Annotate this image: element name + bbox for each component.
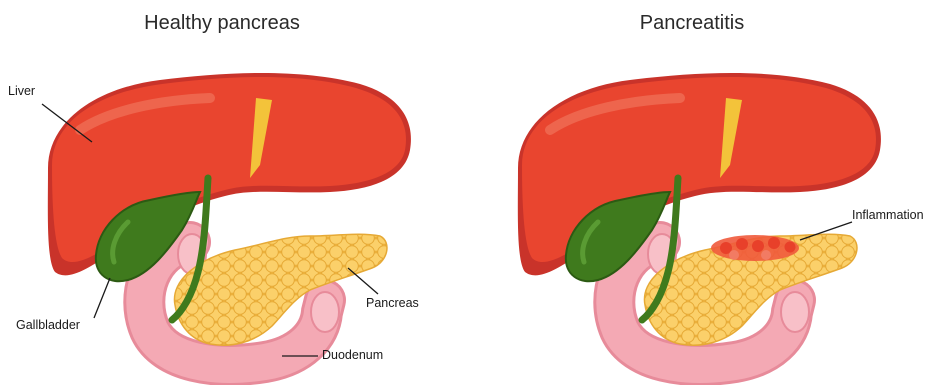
healthy-organs: [48, 73, 411, 365]
pancreatitis-organs: [518, 73, 881, 365]
inflammation-area: [711, 235, 799, 261]
liver-label: Liver: [8, 84, 35, 98]
inflammation-label: Inflammation: [852, 208, 924, 222]
duodenum-label: Duodenum: [322, 348, 383, 362]
gallbladder-leader: [94, 278, 110, 318]
pancreas-label: Pancreas: [366, 296, 419, 310]
gallbladder-label: Gallbladder: [16, 318, 80, 332]
